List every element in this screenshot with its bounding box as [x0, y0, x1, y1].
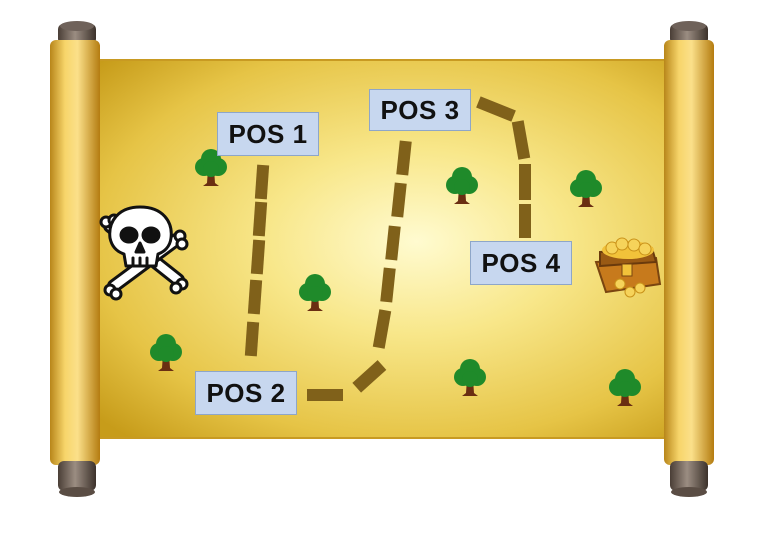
path-dash: [372, 309, 392, 349]
path-dash: [519, 164, 531, 200]
path-dash: [254, 164, 270, 200]
pos-2-label: POS 2: [195, 371, 297, 415]
pos-3-label: POS 3: [369, 89, 471, 131]
path-dash: [244, 321, 260, 357]
path-dash: [476, 96, 516, 122]
path-dash: [519, 204, 531, 238]
tree-icon: [609, 369, 641, 406]
tree-icon: [570, 170, 602, 207]
path-dash: [352, 360, 387, 393]
dashed-path: [244, 96, 531, 401]
left-scroll-roller: [50, 21, 100, 497]
pos-4-label: POS 4: [470, 241, 572, 285]
tree-icon: [446, 167, 478, 204]
path-dash: [307, 389, 343, 401]
path-dash: [247, 279, 263, 315]
tree-icon: [299, 274, 331, 311]
path-dash: [250, 239, 266, 275]
tree-icon: [454, 359, 486, 396]
tree-icon: [195, 149, 227, 186]
path-dash: [385, 225, 401, 261]
path-dash: [391, 182, 407, 218]
tree-icon: [150, 334, 182, 371]
treasure-chest-icon: [594, 237, 662, 298]
skull-crossbones-icon: [99, 205, 189, 301]
path-dash: [380, 267, 396, 303]
trees: [150, 149, 641, 406]
pos-1-label: POS 1: [217, 112, 319, 156]
right-scroll-roller: [664, 21, 714, 497]
path-dash: [252, 201, 268, 237]
path-dash: [396, 140, 412, 176]
path-dash: [511, 120, 531, 160]
